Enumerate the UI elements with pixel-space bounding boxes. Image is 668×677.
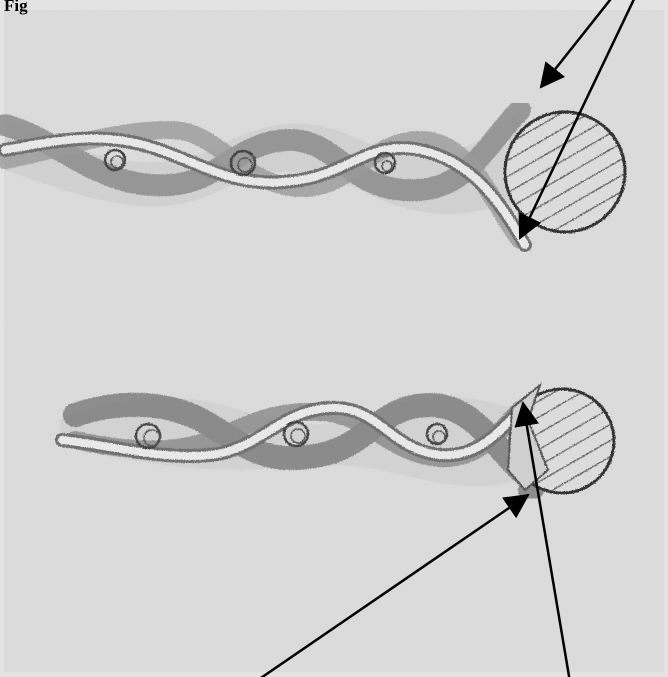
paper-sheet bbox=[4, 10, 664, 672]
figure-caption: Fig bbox=[4, 0, 28, 16]
top-end-cap bbox=[505, 112, 625, 232]
